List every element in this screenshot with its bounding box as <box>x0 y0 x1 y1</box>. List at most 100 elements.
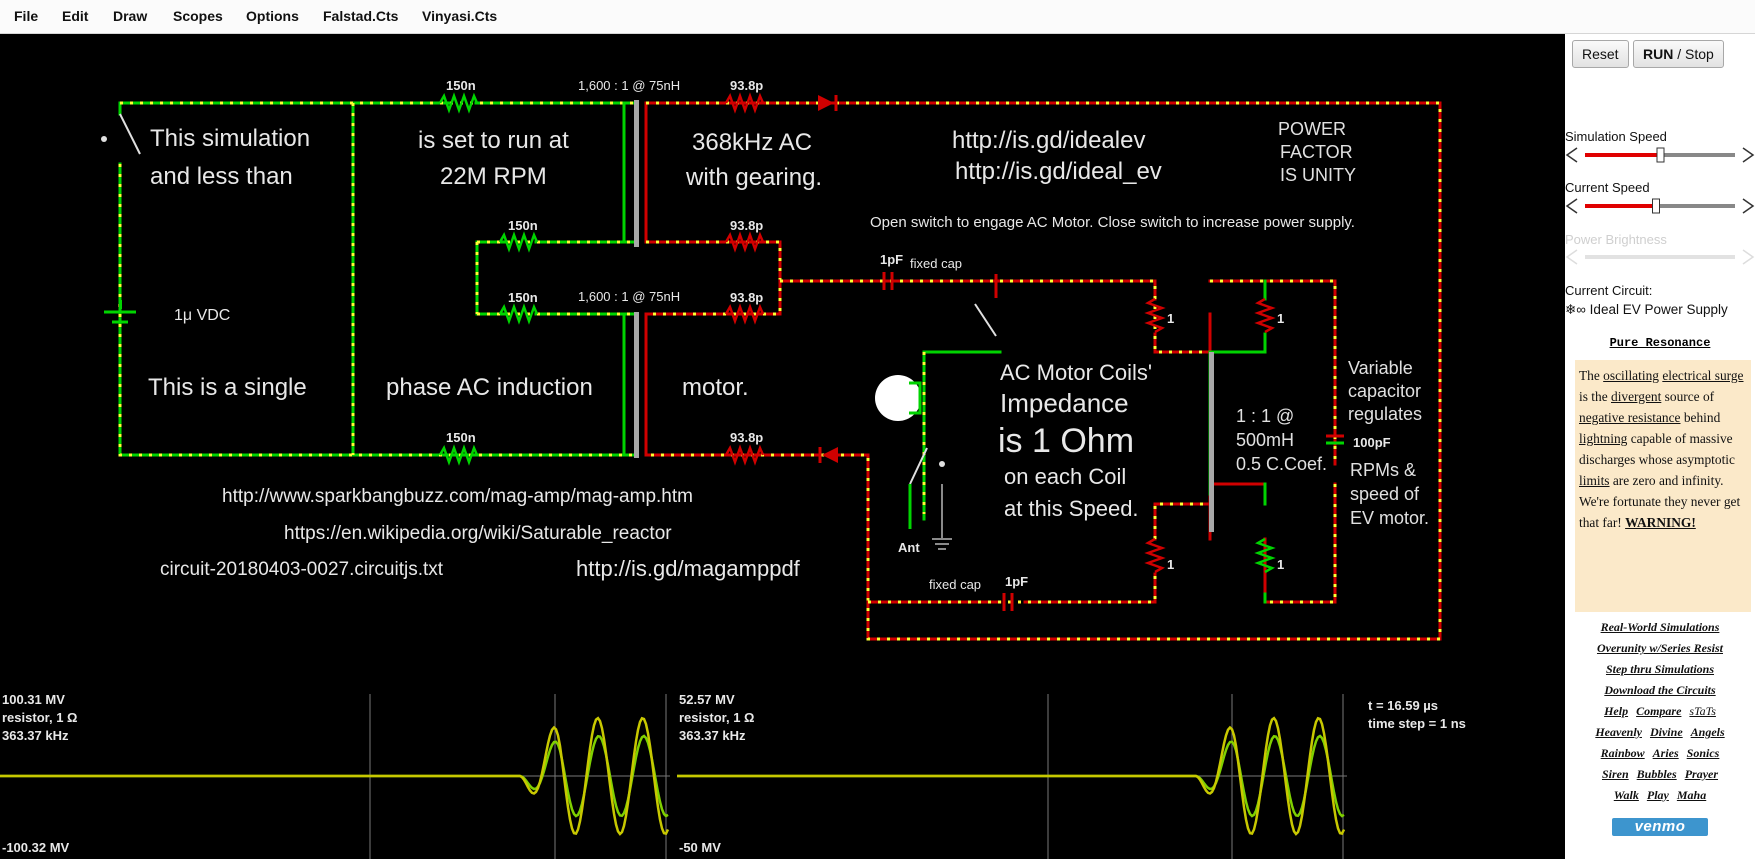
primary-circuit <box>118 101 638 457</box>
info-box: The oscillating electrical surge is the … <box>1575 360 1751 612</box>
link-overunity[interactable]: Overunity w/Series Resist <box>1596 641 1723 655</box>
svg-text:100.31 MV: 100.31 MV <box>2 692 65 707</box>
svg-text:speed of: speed of <box>1350 484 1420 504</box>
svg-text:is 1 Ohm: is 1 Ohm <box>998 422 1134 460</box>
menu-options[interactable]: Options <box>246 8 299 24</box>
svg-text:time step = 1 ns: time step = 1 ns <box>1368 716 1466 731</box>
svg-text:on each Coil: on each Coil <box>1004 464 1126 489</box>
svg-text:motor.: motor. <box>682 374 749 401</box>
control-sidebar: Reset RUN / Stop Simulation Speed Curren… <box>1565 34 1755 859</box>
svg-text:is set to run at: is set to run at <box>418 127 569 154</box>
svg-text:368kHz AC: 368kHz AC <box>692 129 812 156</box>
svg-text:93.8p: 93.8p <box>730 290 763 305</box>
svg-text:1pF: 1pF <box>880 252 903 267</box>
venmo-button[interactable]: venmo <box>1612 818 1708 836</box>
power-brightness-label: Power Brightness <box>1565 232 1667 247</box>
svg-text:with gearing.: with gearing. <box>685 164 822 191</box>
link-prayer[interactable]: Prayer <box>1684 767 1719 781</box>
svg-text:363.37 kHz: 363.37 kHz <box>679 728 746 743</box>
svg-text:http://www.sparkbangbuzz.com/m: http://www.sparkbangbuzz.com/mag-amp/mag… <box>222 486 693 507</box>
motor-resistors[interactable] <box>1144 297 1276 574</box>
menu-bar: File Edit Draw Scopes Options Falstad.Ct… <box>0 0 1755 34</box>
antenna-switch[interactable] <box>908 447 952 550</box>
svg-text:1,600 : 1 @ 75nH: 1,600 : 1 @ 75nH <box>578 289 680 304</box>
link-bubbles[interactable]: Bubbles <box>1636 767 1677 781</box>
transformer-2[interactable] <box>1209 352 1214 532</box>
warning-link[interactable]: WARNING! <box>1625 515 1696 530</box>
link-sonics[interactable]: Sonics <box>1686 746 1720 760</box>
resistors-150n[interactable] <box>438 92 539 466</box>
svg-text:POWER: POWER <box>1278 119 1346 139</box>
circuit-labels: This simulation and less than is set to … <box>148 78 1429 592</box>
battery-icon[interactable] <box>104 300 136 324</box>
svg-text:at this Speed.: at this Speed. <box>1004 496 1139 521</box>
current-speed-slider[interactable] <box>1565 197 1755 215</box>
svg-text:Open switch to engage AC Motor: Open switch to engage AC Motor. Close sw… <box>870 214 1355 231</box>
scope-2[interactable]: 52.57 MV resistor, 1 Ω 363.37 kHz -50 MV <box>677 692 1347 859</box>
reset-button[interactable]: Reset <box>1572 40 1629 68</box>
link-step-thru[interactable]: Step thru Simulations <box>1605 662 1715 676</box>
circuit-canvas[interactable]: .w { fill:none; stroke-width:3; stroke-l… <box>0 34 1565 859</box>
svg-text:AC Motor Coils': AC Motor Coils' <box>1000 360 1152 385</box>
svg-text:1,600 : 1 @ 75nH: 1,600 : 1 @ 75nH <box>578 78 680 93</box>
svg-text:This is a single: This is a single <box>148 374 307 401</box>
link-siren[interactable]: Siren <box>1601 767 1629 781</box>
ac-source-icon[interactable] <box>875 375 922 421</box>
link-rainbow[interactable]: Rainbow <box>1600 746 1645 760</box>
svg-text:500mH: 500mH <box>1236 430 1294 450</box>
svg-text:EV motor.: EV motor. <box>1350 508 1429 528</box>
link-divine[interactable]: Divine <box>1649 725 1683 739</box>
svg-text:phase AC induction: phase AC induction <box>386 374 593 401</box>
svg-text:150n: 150n <box>508 218 538 233</box>
svg-text:93.8p: 93.8p <box>730 78 763 93</box>
svg-text:93.8p: 93.8p <box>730 218 763 233</box>
link-compare[interactable]: Compare <box>1636 704 1682 718</box>
link-walk[interactable]: Walk <box>1613 788 1639 802</box>
current-speed-label: Current Speed <box>1565 180 1650 195</box>
link-angels[interactable]: Angels <box>1690 725 1725 739</box>
run-stop-button[interactable]: RUN / Stop <box>1633 40 1724 68</box>
link-stats[interactable]: sTaTs <box>1689 704 1716 718</box>
svg-text:fixed cap: fixed cap <box>910 256 962 271</box>
resistors-93-8p[interactable] <box>724 92 765 466</box>
power-brightness-slider <box>1565 249 1755 265</box>
link-aries[interactable]: Aries <box>1652 746 1679 760</box>
svg-text:0.5 C.Coef.: 0.5 C.Coef. <box>1236 454 1327 474</box>
menu-draw[interactable]: Draw <box>113 8 148 24</box>
svg-text:363.37 kHz: 363.37 kHz <box>2 728 69 743</box>
menu-file[interactable]: File <box>14 8 39 24</box>
link-real-world-simulations[interactable]: Real-World Simulations <box>1600 620 1720 634</box>
svg-text:100pF: 100pF <box>1353 435 1391 450</box>
link-download[interactable]: Download the Circuits <box>1604 683 1716 697</box>
simulation-speed-slider[interactable] <box>1565 146 1755 164</box>
svg-text:capacitor: capacitor <box>1348 381 1421 401</box>
transformer-1[interactable] <box>634 100 639 458</box>
svg-text:regulates: regulates <box>1348 404 1422 424</box>
svg-text:Variable: Variable <box>1348 358 1413 378</box>
svg-text:http://is.gd/idealev: http://is.gd/idealev <box>952 127 1145 154</box>
capacitors[interactable] <box>882 272 1344 611</box>
menu-vinyasi-cts[interactable]: Vinyasi.Cts <box>422 8 498 24</box>
link-help[interactable]: Help <box>1604 704 1629 718</box>
time-readout: t = 16.59 µs time step = 1 ns <box>1368 698 1466 731</box>
info-title[interactable]: Pure Resonance <box>1609 336 1711 350</box>
menu-falstad-cts[interactable]: Falstad.Cts <box>323 8 399 24</box>
link-play[interactable]: Play <box>1646 788 1669 802</box>
current-circuit-label: Current Circuit: <box>1565 283 1653 298</box>
scope-1[interactable]: 100.31 MV resistor, 1 Ω 363.37 kHz -100.… <box>0 692 670 859</box>
svg-text:150n: 150n <box>446 78 476 93</box>
circuit-diagram[interactable]: .w { fill:none; stroke-width:3; stroke-l… <box>0 34 1565 859</box>
stop-label: / Stop <box>1673 46 1714 62</box>
svg-text:1: 1 <box>1167 557 1174 572</box>
svg-text:1: 1 <box>1277 557 1284 572</box>
link-heavenly[interactable]: Heavenly <box>1595 725 1642 739</box>
svg-text:RPMs &: RPMs & <box>1350 460 1416 480</box>
diode-icon[interactable] <box>818 95 838 463</box>
link-maha[interactable]: Maha <box>1676 788 1707 802</box>
motor-switch[interactable] <box>974 274 998 337</box>
svg-text:1 : 1 @: 1 : 1 @ <box>1236 406 1294 426</box>
switch-left[interactable] <box>101 113 141 155</box>
svg-text:52.57 MV: 52.57 MV <box>679 692 735 707</box>
menu-edit[interactable]: Edit <box>62 8 89 24</box>
menu-scopes[interactable]: Scopes <box>173 8 223 24</box>
